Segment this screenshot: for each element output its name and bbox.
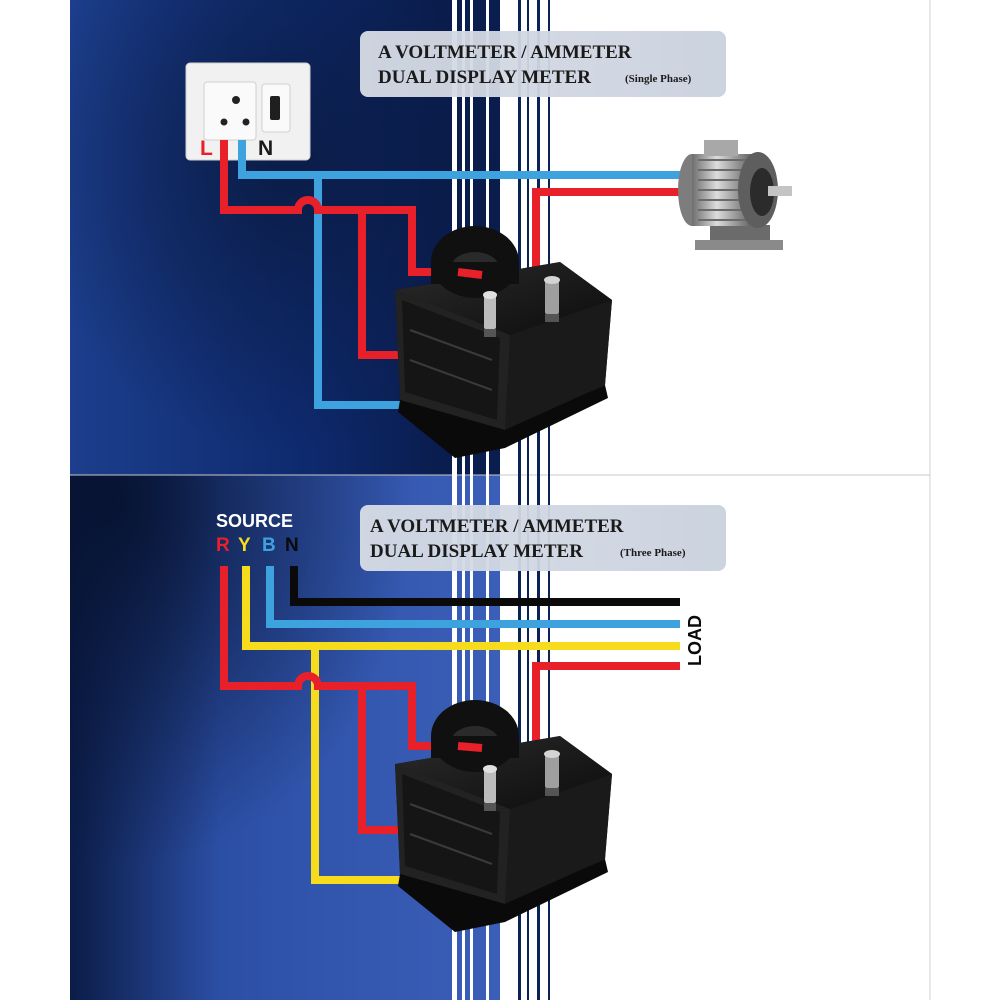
phase-n-label: N (285, 535, 299, 556)
motor (678, 140, 792, 250)
socket-switch (270, 96, 280, 120)
wall-socket: L N (185, 62, 311, 161)
bottom-title-box: A VOLTMETER / AMMETER DUAL DISPLAY METER… (360, 505, 726, 571)
bottom-title-line2: DUAL DISPLAY METER (370, 541, 583, 562)
load-label: LOAD (685, 615, 705, 666)
phase-y-label: Y (238, 535, 251, 556)
phase-b-label: B (262, 535, 276, 556)
bottom-title-suffix: (Three Phase) (620, 547, 686, 559)
neutral-label: N (258, 137, 273, 160)
top-title-line2: DUAL DISPLAY METER (378, 67, 591, 88)
top-title-line1: A VOLTMETER / AMMETER (378, 42, 632, 63)
bottom-title-line1: A VOLTMETER / AMMETER (370, 516, 624, 537)
source-label: SOURCE (216, 511, 293, 531)
source-labels: SOURCE R Y B N (216, 511, 299, 556)
top-title-box: A VOLTMETER / AMMETER DUAL DISPLAY METER… (360, 31, 726, 97)
decorative-stripes (452, 0, 550, 1000)
live-label: L (200, 137, 213, 160)
phase-r-label: R (216, 535, 230, 556)
top-title-suffix: (Single Phase) (625, 73, 692, 85)
